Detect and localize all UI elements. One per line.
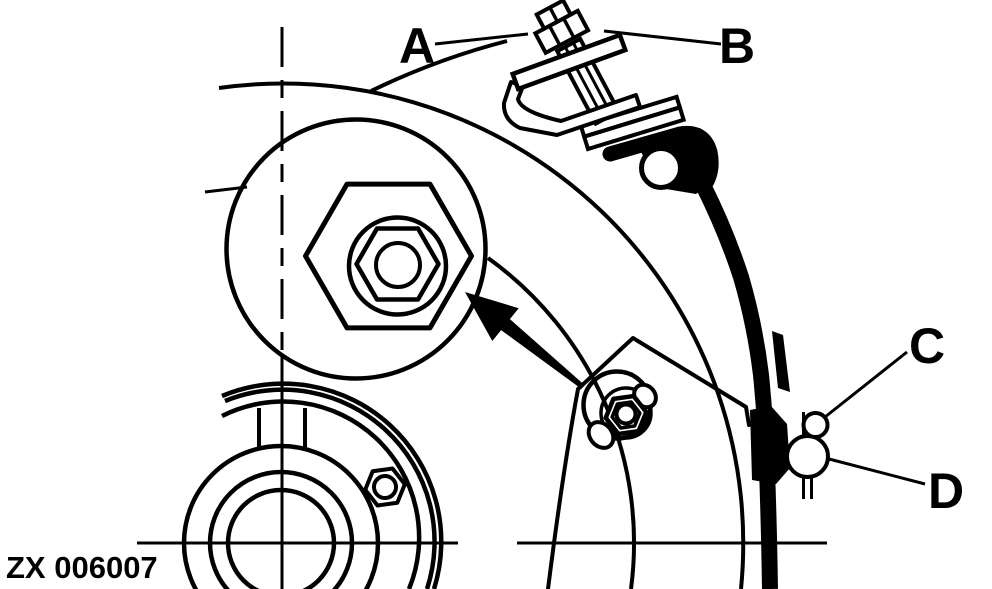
figure-code: ZX 006007 [6,550,158,585]
sensor-assembly [501,0,687,152]
pulley-hex-bolt [363,466,407,508]
stud-nut-assembly [581,369,658,450]
cable-edge-wedge [772,331,790,392]
callout-label-b: B [719,18,755,74]
clip-ring-d [785,434,830,479]
engine-top-outline [370,39,508,93]
bracket-ridge [546,336,751,589]
callout-label-d: D [928,463,964,519]
pointer-arrow [465,292,585,389]
washer-tab-lower [586,420,616,450]
leader-c [824,350,908,419]
crankshaft-pulley [181,381,444,589]
clip-ring-c [801,411,830,439]
camshaft-hub [224,117,488,381]
leader-b [603,29,722,46]
cable-clip-blob [750,406,790,484]
cable-guide-roller [639,146,683,190]
clamp-strap [501,80,642,137]
cable [602,125,790,589]
leader-a [434,32,529,46]
cable-clip [785,411,830,499]
leader-d [828,457,926,486]
engine-case-arcs [218,39,746,589]
callout-label-c: C [909,318,945,374]
leader-lines [434,29,926,486]
callout-label-a: A [399,18,435,74]
sensor-flange [509,32,629,92]
sensor-bolt-head [532,0,591,56]
